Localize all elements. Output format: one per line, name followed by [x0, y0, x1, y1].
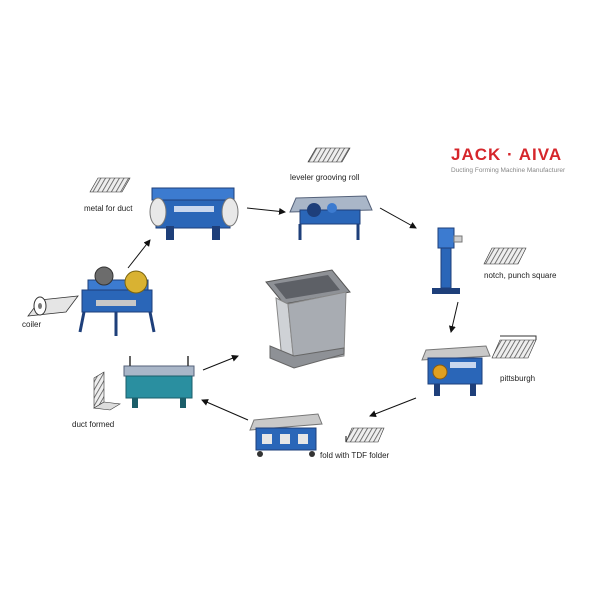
- leveler-machine: [289, 195, 373, 240]
- tdf-folder-machine: [249, 413, 323, 457]
- brand-tagline: Ducting Forming Machine Manufacturer: [451, 167, 566, 174]
- arrow-coiler-to-shear: [127, 239, 151, 269]
- arrow-notcher-to-pittsburgh: [448, 301, 459, 333]
- label-pittsburgh: pittsburgh: [500, 374, 536, 383]
- label-metal-for-duct: metal for duct: [84, 204, 133, 213]
- coiler-glyph: [27, 295, 79, 317]
- metal-sheet-icon: [89, 177, 131, 193]
- label-leveler-grooving-roll: leveler grooving roll: [290, 173, 360, 182]
- notch-sheet-icon: [483, 247, 527, 265]
- label-duct-formed: duct formed: [72, 420, 115, 429]
- duct-formed-icon: [93, 371, 121, 411]
- tdf-sheet-icon: [345, 427, 385, 443]
- pittsburgh-sheet-icon: [491, 335, 537, 359]
- duct-product: [265, 269, 351, 369]
- decoiler-machine: [78, 266, 156, 336]
- label-notch-punch-square: notch, punch square: [484, 271, 557, 280]
- arrow-shear-to-leveler: [246, 207, 286, 215]
- arrow-leveler-to-notcher: [379, 207, 417, 229]
- arrow-folder-to-duct: [202, 354, 239, 371]
- label-fold-tdf: fold with TDF folder: [320, 451, 390, 460]
- arrow-pittsburgh-to-tdf: [369, 397, 417, 418]
- shearing-machine: [149, 187, 239, 240]
- folding-machine: [123, 356, 195, 408]
- brand-logo: JACK · AIVA: [451, 145, 563, 164]
- leveler-sheet-icon: [307, 147, 351, 163]
- notching-machine: [432, 227, 463, 294]
- pittsburgh-machine: [421, 345, 491, 396]
- arrow-tdf-to-folder: [201, 399, 249, 421]
- label-coiler: coiler: [22, 320, 42, 329]
